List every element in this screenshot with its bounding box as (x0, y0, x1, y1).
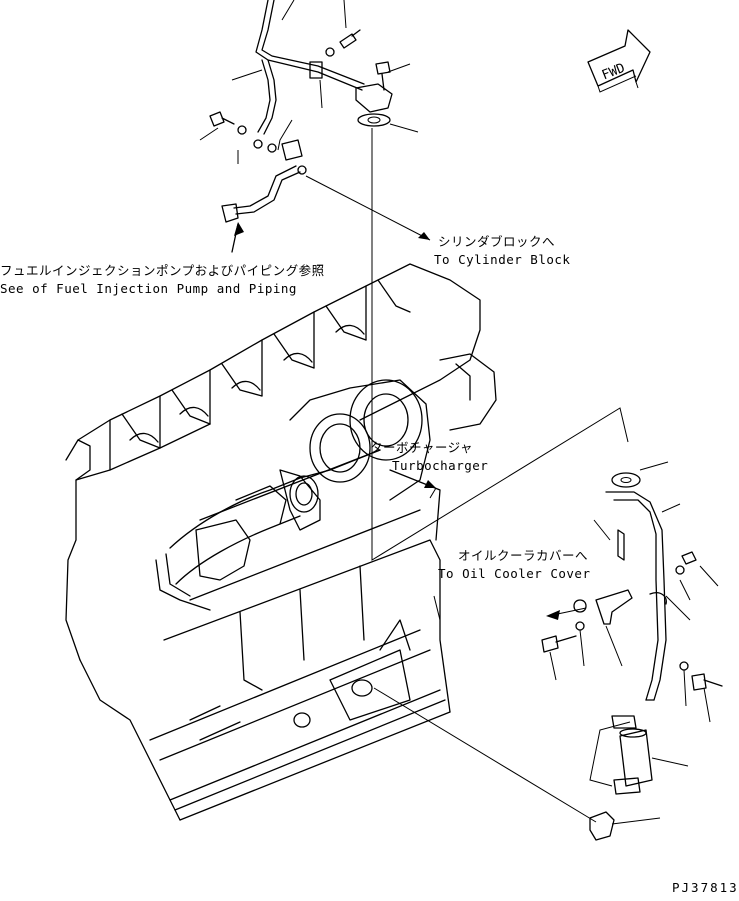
drawing-number: PJ37813 (672, 880, 739, 895)
turbocharger-callout-ja: ターボチャージャ (370, 440, 474, 455)
fuel-pump-callout-ja: フュエルインジェクションポンプおよびパイピング参照 (0, 263, 325, 278)
fuel-pump-callout-en: See of Fuel Injection Pump and Piping (0, 281, 297, 296)
cylinder-block-callout-ja: シリンダブロックへ (438, 234, 556, 249)
oil-cooler-callout-en: To Oil Cooler Cover (438, 566, 591, 581)
fwd-label: FWD (600, 61, 628, 84)
turbocharger-callout-en: Turbocharger (392, 458, 489, 473)
top-pipe-assembly (199, 0, 431, 253)
fwd-arrow-icon: FWD (587, 29, 651, 93)
oil-pipe-parts (373, 461, 723, 841)
cylinder-block-callout-en: To Cylinder Block (434, 252, 571, 267)
engine-block (65, 263, 497, 821)
oil-cooler-callout-ja: オイルクーラカバーへ (458, 548, 589, 563)
